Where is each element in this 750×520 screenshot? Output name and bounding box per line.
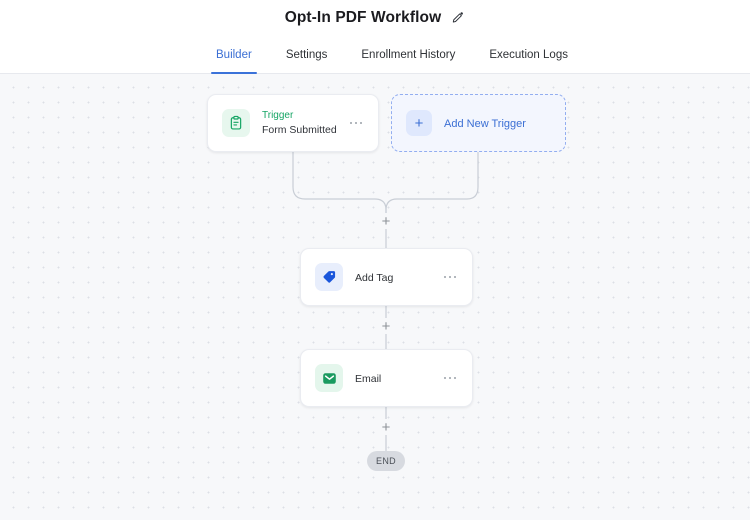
pencil-edit-icon[interactable]: [451, 11, 465, 25]
tab-execution-logs-label: Execution Logs: [489, 48, 568, 61]
tab-execution-logs[interactable]: Execution Logs: [478, 36, 579, 73]
add-step-button-1[interactable]: +: [378, 213, 394, 229]
node-add-tag-label: Add Tag: [355, 272, 394, 284]
node-trigger-kind: Trigger: [262, 109, 294, 121]
app-header: Opt-In PDF Workflow: [0, 0, 750, 36]
add-step-button-2[interactable]: +: [378, 318, 394, 334]
tag-icon: [315, 263, 343, 291]
node-add-trigger-labels: Add New Trigger: [444, 114, 551, 132]
more-options-icon[interactable]: [348, 116, 365, 131]
end-badge: END: [367, 451, 405, 471]
node-add-tag[interactable]: Add Tag: [300, 248, 473, 306]
tab-enrollment-history-label: Enrollment History: [361, 48, 456, 61]
more-options-icon[interactable]: [442, 371, 459, 386]
tab-builder[interactable]: Builder: [205, 36, 263, 74]
tab-settings-label: Settings: [285, 48, 328, 61]
tab-settings[interactable]: Settings: [275, 36, 339, 73]
tab-enrollment-history[interactable]: Enrollment History: [350, 36, 466, 73]
node-trigger-name: Form Submitted: [262, 123, 337, 136]
end-badge-label: END: [376, 456, 396, 466]
add-step-plus-2: +: [381, 317, 391, 335]
node-email-label: Email: [355, 373, 382, 385]
plus-icon: +: [406, 110, 432, 136]
node-add-tag-labels: Add Tag: [355, 268, 442, 286]
envelope-icon: [315, 364, 343, 392]
node-trigger-labels: Trigger Form Submitted: [262, 109, 348, 138]
node-email[interactable]: Email: [300, 349, 473, 407]
node-add-new-trigger[interactable]: + Add New Trigger: [391, 94, 566, 152]
tab-builder-label: Builder: [216, 48, 252, 61]
add-step-button-3[interactable]: +: [378, 419, 394, 435]
page-title: Opt-In PDF Workflow: [284, 9, 442, 26]
workflow-canvas[interactable]: Trigger Form Submitted + Add New Trigger…: [0, 74, 750, 520]
add-step-plus-1: +: [381, 212, 391, 230]
clipboard-icon: [222, 109, 250, 137]
add-step-plus-3: +: [381, 418, 391, 436]
more-options-icon[interactable]: [442, 270, 459, 285]
tab-bar: Builder Settings Enrollment History Exec…: [0, 36, 750, 74]
title-group: Opt-In PDF Workflow: [285, 9, 466, 27]
node-trigger[interactable]: Trigger Form Submitted: [207, 94, 379, 152]
node-add-trigger-label: Add New Trigger: [444, 118, 526, 130]
node-email-labels: Email: [355, 369, 442, 387]
